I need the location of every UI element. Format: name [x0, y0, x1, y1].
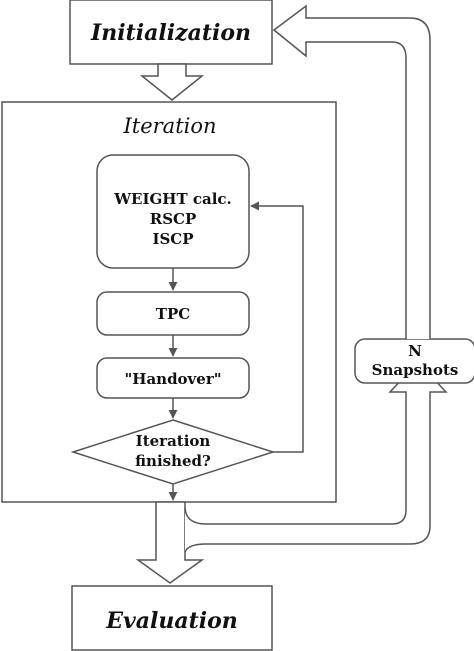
snapshots-line-2: Snapshots — [372, 361, 459, 379]
initialization-label: Initialization — [90, 20, 251, 46]
evaluation-box — [71, 585, 273, 651]
snapshots-to-init-arrow — [272, 4, 431, 339]
loop-back-arrow — [250, 201, 304, 453]
handover-label: "Handover" — [124, 370, 221, 388]
evaluation-label: Evaluation — [105, 608, 238, 634]
weight-line-1: WEIGHT calc. — [113, 190, 232, 208]
tpc-label: TPC — [156, 305, 190, 323]
weight-line-2: RSCP — [150, 210, 197, 228]
decision-line-2: finished? — [135, 452, 211, 470]
init-to-iteration-arrow — [139, 63, 205, 101]
snapshots-line-1: N — [408, 342, 422, 360]
initialization-box — [69, 0, 273, 65]
weight-line-3: ISCP — [152, 230, 193, 248]
decision-line-1: Iteration — [136, 432, 211, 450]
iteration-label: Iteration — [122, 114, 216, 138]
